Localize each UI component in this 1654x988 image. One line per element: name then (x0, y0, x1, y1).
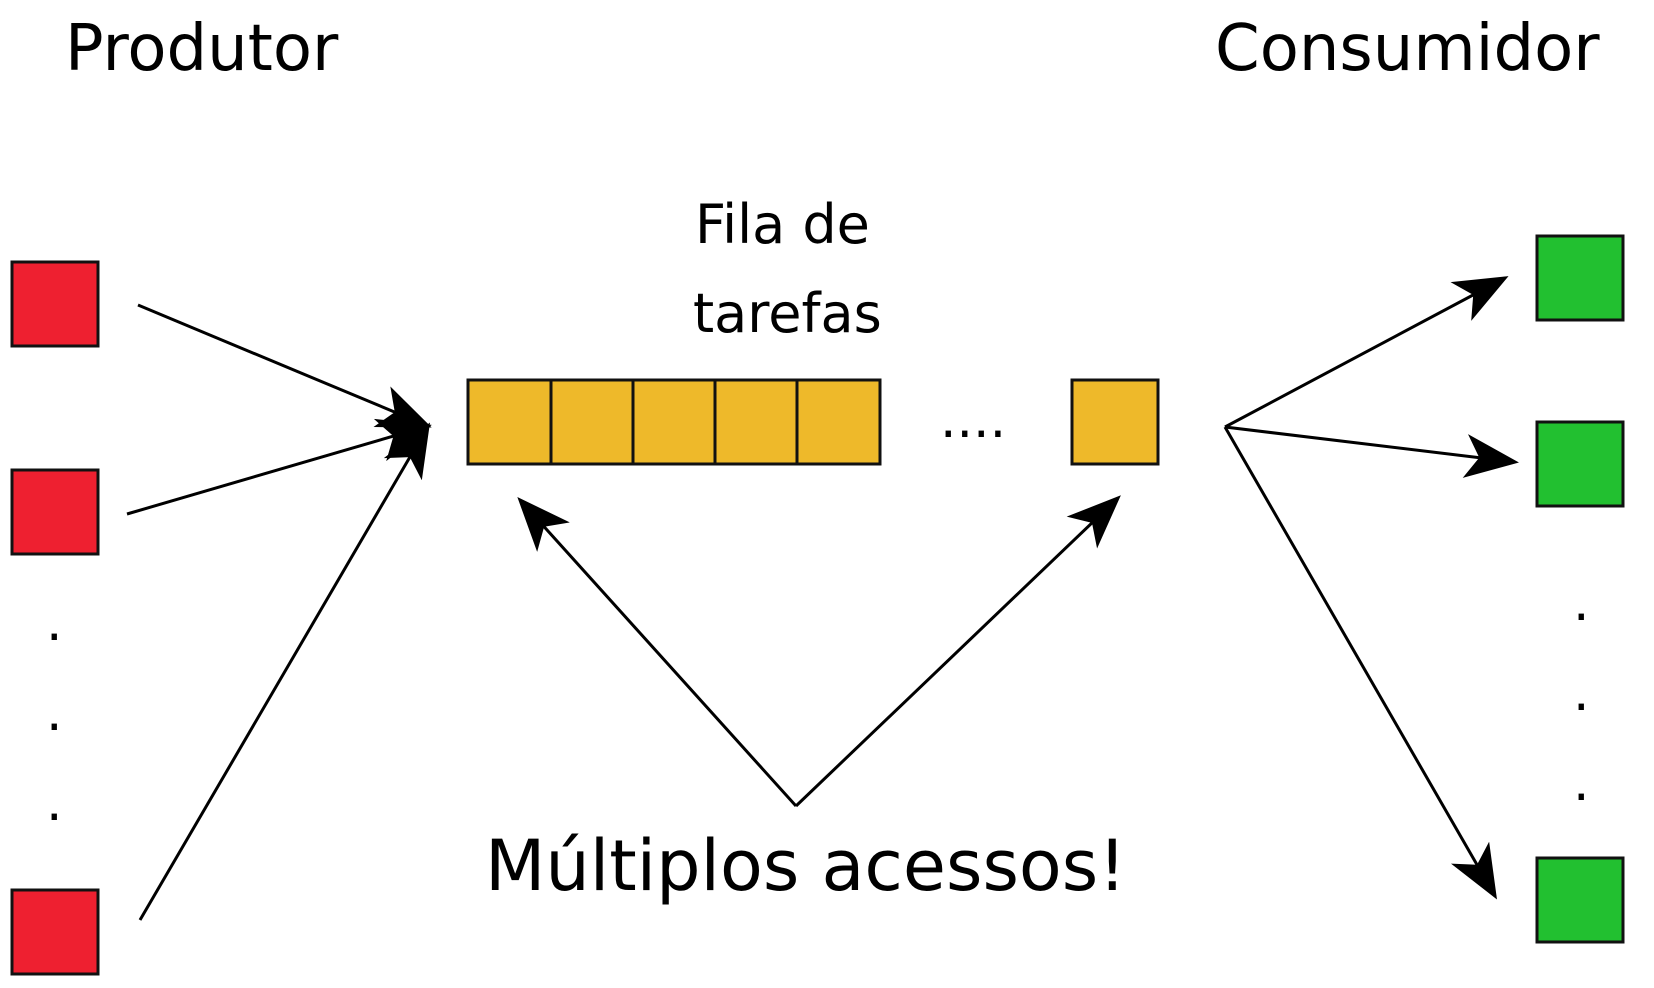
consumer-dot-3: . (1573, 753, 1590, 813)
queue-cell-4 (713, 378, 799, 466)
multiple-access-label: Múltiplos acessos! (485, 825, 1126, 907)
queue-ellipsis: .... (940, 390, 1006, 450)
consumer-dot-2: . (1573, 663, 1590, 723)
consumer-dot-1: . (1573, 573, 1590, 633)
consumer-box-2 (1535, 420, 1625, 508)
consumer-arrow-3 (1223, 426, 1497, 900)
consumer-box-1 (1535, 234, 1625, 322)
queue-cell-last (1070, 378, 1160, 466)
access-arrow-left (517, 497, 798, 808)
queue-cell-5 (795, 378, 882, 466)
queue-cell-2 (549, 378, 635, 466)
consumer-arrow-1 (1224, 276, 1509, 429)
queue-cell-3 (631, 378, 717, 466)
producer-arrow-2 (126, 418, 432, 516)
producer-title: Produtor (65, 12, 339, 86)
producer-arrow-3 (138, 422, 431, 921)
queue-label-line2: tarefas (693, 282, 882, 345)
producer-arrow-1 (137, 303, 432, 428)
consumer-title: Consumidor (1215, 12, 1600, 86)
producer-box-1 (10, 260, 100, 348)
producer-dot-3: . (46, 773, 63, 833)
consumer-box-3 (1535, 856, 1625, 944)
producer-dot-1: . (46, 593, 63, 653)
producer-dot-2: . (46, 683, 63, 743)
queue-label-line1: Fila de (695, 193, 870, 256)
access-arrow-right (794, 495, 1121, 808)
producer-box-3 (10, 888, 100, 976)
producer-box-2 (10, 468, 100, 556)
consumer-arrow-2 (1224, 425, 1519, 478)
queue-cell-1 (466, 378, 553, 466)
